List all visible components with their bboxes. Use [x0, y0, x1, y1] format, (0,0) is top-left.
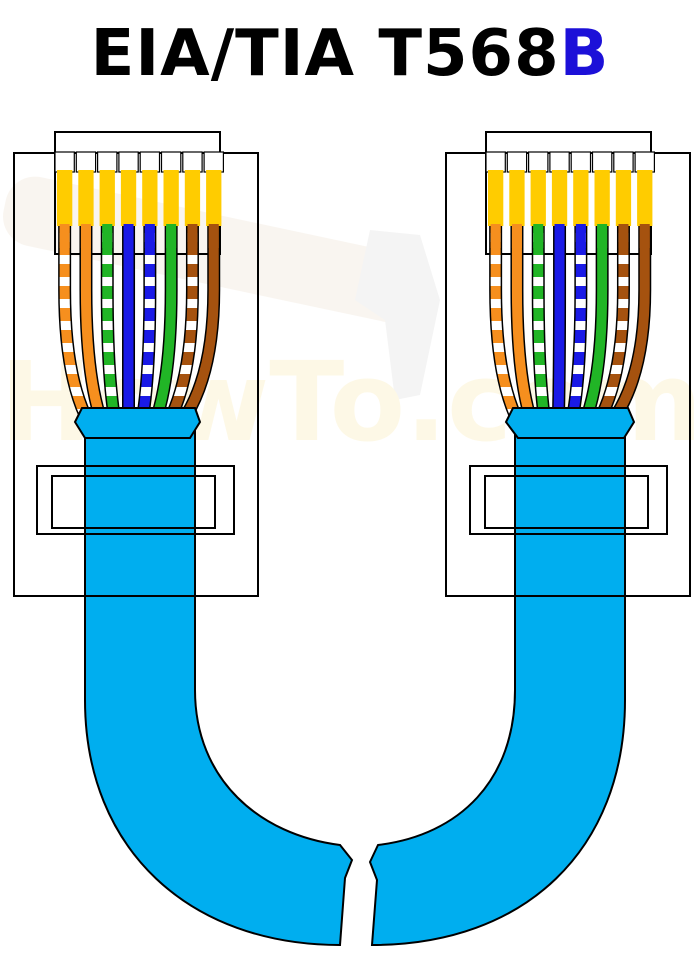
left-contacts	[54, 151, 225, 226]
right-wire-3-green-white	[533, 226, 549, 416]
left-wire-tip-7	[187, 224, 198, 248]
right-gold-contact-2	[509, 170, 525, 226]
left-latch-inner	[51, 475, 216, 529]
right-wire-4-blue	[553, 226, 565, 416]
left-wire-tip-2	[80, 224, 91, 248]
right-wire-1-orange-white	[490, 226, 520, 417]
left-wire-1-orange-white	[59, 226, 90, 418]
right-gold-contact-6	[594, 170, 610, 226]
right-jacket-end	[504, 407, 636, 439]
left-gold-contact-4	[120, 170, 137, 226]
right-contact-slot-6	[591, 151, 613, 173]
left-contact-slot-6	[160, 151, 182, 173]
right-wire-tip-8	[639, 224, 650, 248]
left-contact-slot-3	[96, 151, 118, 173]
left-wire-tip-1	[59, 224, 70, 248]
left-contact-slot-8	[203, 151, 225, 173]
right-contact-slot-1	[485, 151, 506, 173]
hammer-icon	[355, 230, 440, 400]
right-gold-contact-1	[488, 170, 504, 226]
left-contact-slot-1	[54, 151, 75, 173]
left-wire-5-blue-white	[138, 226, 155, 416]
right-contact-slot-2	[506, 151, 528, 173]
right-wire-6-green	[582, 226, 608, 417]
right-wire-7-brown-white	[597, 226, 629, 418]
right-contact-slot-7	[613, 151, 634, 173]
left-contact-slot-7	[182, 151, 203, 173]
left-contact-slot-2	[75, 151, 97, 173]
right-gold-contact-8	[637, 170, 653, 226]
left-wire-6-green	[152, 226, 177, 417]
right-latch-inner	[484, 475, 649, 529]
right-contact-slot-3	[527, 151, 549, 173]
left-gold-contact-1	[57, 170, 73, 226]
left-wire-tip-6	[166, 224, 177, 248]
right-gold-contact-4	[551, 170, 568, 226]
right-wire-tip-6	[597, 224, 608, 248]
left-latch-outer	[36, 465, 235, 535]
right-gold-contact-7	[615, 170, 632, 226]
right-wire-5-blue-white	[568, 226, 586, 416]
right-cable	[368, 424, 626, 947]
left-wire-tip-8	[208, 224, 219, 248]
right-wire-tip-1	[490, 224, 501, 248]
right-wire-tip-5	[575, 224, 586, 248]
right-latch-outer	[469, 465, 668, 535]
left-wire-tip-4	[123, 224, 134, 248]
left-jacket-end	[73, 407, 202, 439]
left-wire-7-brown-white	[167, 226, 198, 418]
left-gold-contact-7	[184, 170, 201, 226]
right-wire-2-orange	[511, 226, 535, 417]
right-gold-contact-3	[530, 170, 546, 226]
left-wire-8-brown	[182, 226, 219, 418]
right-gold-contact-5	[573, 170, 589, 226]
left-wire-3-green-white	[102, 226, 119, 416]
left-wires	[58, 224, 221, 419]
left-gold-contact-3	[99, 170, 115, 226]
left-wire-tip-3	[102, 224, 113, 248]
right-contact-slot-4	[549, 151, 570, 173]
left-contact-slot-4	[118, 151, 139, 173]
left-wire-tip-5	[144, 224, 155, 248]
page-title: EIA/TIA T568B	[0, 14, 700, 94]
title-main: EIA/TIA T568	[90, 17, 560, 91]
left-contact-slot-5	[139, 151, 161, 173]
right-wire-tip-3	[533, 224, 544, 248]
left-wire-2-orange	[80, 226, 105, 417]
right-contact-slot-8	[634, 151, 655, 173]
right-wire-8-brown	[612, 226, 650, 418]
right-wires	[489, 224, 652, 419]
right-contact-slot-5	[570, 151, 592, 173]
left-gold-contact-6	[163, 170, 179, 226]
right-wire-tip-4	[554, 224, 565, 248]
title-accent: B	[559, 17, 610, 91]
right-wire-tip-7	[618, 224, 629, 248]
left-gold-contact-8	[206, 170, 222, 226]
left-cable	[84, 424, 354, 947]
left-gold-contact-2	[78, 170, 94, 226]
left-rj45-connector	[13, 131, 259, 597]
right-wire-tip-2	[511, 224, 522, 248]
right-rj45-connector	[445, 131, 691, 597]
right-contacts	[485, 151, 655, 226]
left-gold-contact-5	[142, 170, 158, 226]
